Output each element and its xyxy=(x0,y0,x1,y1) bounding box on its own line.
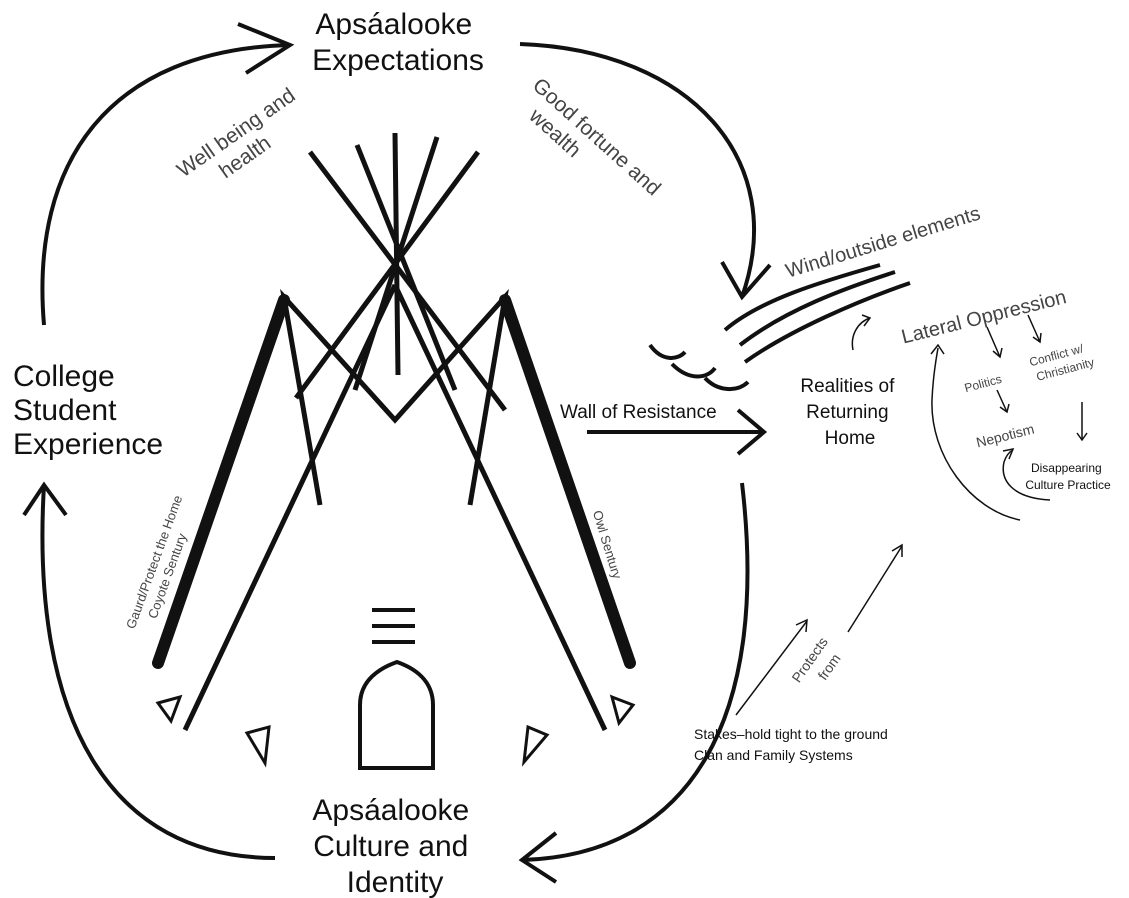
nepotism-label: Nepotism xyxy=(974,421,1035,451)
stake-3 xyxy=(524,727,547,762)
culture-title-line-1: Apsáalooke xyxy=(312,794,469,827)
tipi-door xyxy=(360,662,433,768)
culture-title-line-2: Culture and xyxy=(313,830,468,863)
disappearing-label-line-2: Culture Practice xyxy=(1025,478,1111,492)
wind-label: Wind/outside elements xyxy=(783,203,983,283)
expectations-title-line-2: Expectations xyxy=(312,44,484,77)
stake-2 xyxy=(247,727,269,763)
stakes-label-line-2: Clan and Family Systems xyxy=(694,747,853,763)
realities-label-line-3: Home xyxy=(825,428,876,449)
expectations-title: Apsáalooke Expectations xyxy=(312,8,484,77)
college-title-line-2: Student xyxy=(13,394,117,427)
stake-4 xyxy=(612,697,633,723)
tipi-poles xyxy=(296,133,505,410)
culture-title: Apsáalooke Culture and Identity xyxy=(312,794,477,898)
tipi xyxy=(158,133,633,768)
lateral-pointer-arrow xyxy=(852,318,870,350)
conflict-label: Conflict w/ Christianity xyxy=(1028,340,1096,385)
cycle-arrow-to-culture xyxy=(522,483,747,860)
protects-arrows xyxy=(736,545,902,715)
wellbeing-label: Well being and health xyxy=(173,80,319,202)
lateral-label: Lateral Oppression xyxy=(899,286,1068,348)
college-title-line-3: Experience xyxy=(13,428,163,461)
tipi-fire-lines xyxy=(372,610,415,642)
wall-label: Wall of Resistance xyxy=(560,402,717,423)
culture-title-line-3: Identity xyxy=(347,866,444,898)
tipi-stakes xyxy=(158,697,633,763)
expectations-title-line-1: Apsáalooke xyxy=(315,8,472,41)
stakes-label-line-1: Stakes–hold tight to the ground xyxy=(694,726,888,742)
coyote-sentury-pole xyxy=(158,300,284,663)
fortune-label: Good fortune and wealth xyxy=(511,74,669,223)
cycle-arrow-to-expectations xyxy=(42,45,290,325)
owl-sentury-pole xyxy=(505,300,630,663)
disappearing-label: Disappearing Culture Practice xyxy=(1025,461,1111,492)
wind-lines xyxy=(650,265,910,389)
stakes-label: Stakes–hold tight to the ground Clan and… xyxy=(694,726,892,763)
protects-label: Protects from xyxy=(788,631,849,697)
college-title: College Student Experience xyxy=(13,360,163,461)
college-title-line-1: College xyxy=(13,360,115,393)
disappearing-label-line-1: Disappearing xyxy=(1031,461,1102,475)
realities-label: Realities of Returning Home xyxy=(800,376,899,449)
stake-1 xyxy=(158,697,180,721)
realities-label-line-2: Returning xyxy=(806,402,888,423)
realities-label-line-1: Realities of xyxy=(800,376,895,397)
